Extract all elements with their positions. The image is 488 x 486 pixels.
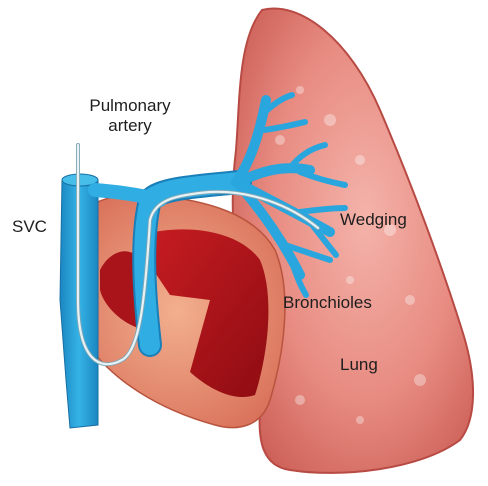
- heart-shape: [68, 194, 284, 427]
- bronchioles-label: Bronchioles: [283, 293, 372, 313]
- wedging-label: Wedging: [340, 210, 407, 230]
- pulmonary-artery-label-line2: artery: [70, 116, 190, 136]
- pulmonary-artery-label-line1: Pulmonary: [70, 96, 190, 116]
- svc-label: SVC: [12, 217, 47, 237]
- lung-label: Lung: [340, 355, 378, 375]
